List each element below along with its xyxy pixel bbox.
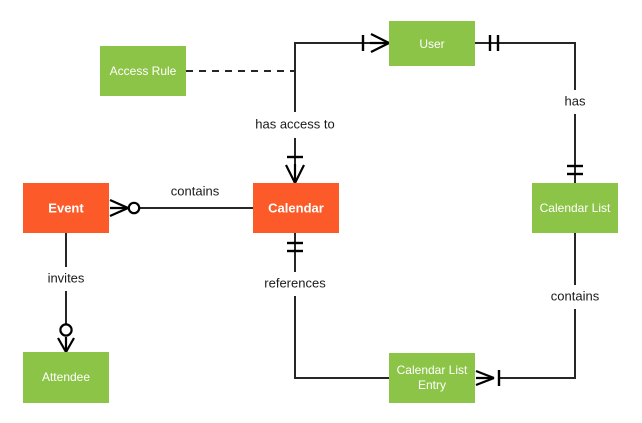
marker-calendar-bottom-exactly-one — [287, 241, 303, 253]
entity-event[interactable]: Event — [23, 183, 109, 233]
entity-calendar-list-entry[interactable]: Calendar List Entry — [389, 353, 475, 403]
relationship-label-has: has — [565, 93, 586, 108]
relationship-label-invites: invites — [48, 270, 85, 285]
marker-user-right-exactly-one — [488, 35, 500, 51]
edge-references-to-cle — [294, 296, 389, 379]
marker-attendee-top-zero-many — [57, 323, 75, 353]
entities-layer: Access Rule User Event Calendar Calendar… — [23, 21, 618, 403]
entity-calendar[interactable]: Calendar — [253, 183, 339, 233]
edges-layer — [65, 42, 576, 379]
entity-calendar-list-entry-box[interactable] — [389, 353, 475, 403]
edge-user-to-has — [475, 42, 576, 90]
relationship-labels-layer: has access to contains invites reference… — [48, 93, 600, 303]
cardinality-layer — [57, 33, 583, 387]
entity-calendar-list[interactable]: Calendar List — [532, 183, 618, 233]
edge-contains-to-cle — [499, 309, 576, 379]
relationship-label-has-access-to: has access to — [255, 116, 335, 131]
entity-calendar-box[interactable] — [253, 183, 339, 233]
relationship-label-contains-event: contains — [171, 183, 220, 198]
entity-user[interactable]: User — [389, 21, 475, 66]
entity-access-rule[interactable]: Access Rule — [100, 46, 186, 96]
marker-cle-right-one-many — [475, 369, 501, 387]
entity-calendar-list-box[interactable] — [532, 183, 618, 233]
marker-calendar-top-one-many — [285, 155, 305, 184]
entity-user-box[interactable] — [389, 21, 475, 66]
entity-attendee[interactable]: Attendee — [23, 352, 109, 403]
entity-access-rule-box[interactable] — [100, 46, 186, 96]
relationship-label-contains-calendar-list: contains — [551, 288, 600, 303]
edge-user-to-trunk — [294, 42, 389, 71]
marker-calendar-list-top-exactly-one — [567, 164, 583, 176]
relationship-label-references: references — [264, 275, 326, 290]
entity-event-box[interactable] — [23, 183, 109, 233]
entity-attendee-box[interactable] — [23, 352, 109, 403]
marker-user-left-one-many — [361, 33, 390, 53]
marker-event-right-zero-many — [109, 198, 141, 218]
